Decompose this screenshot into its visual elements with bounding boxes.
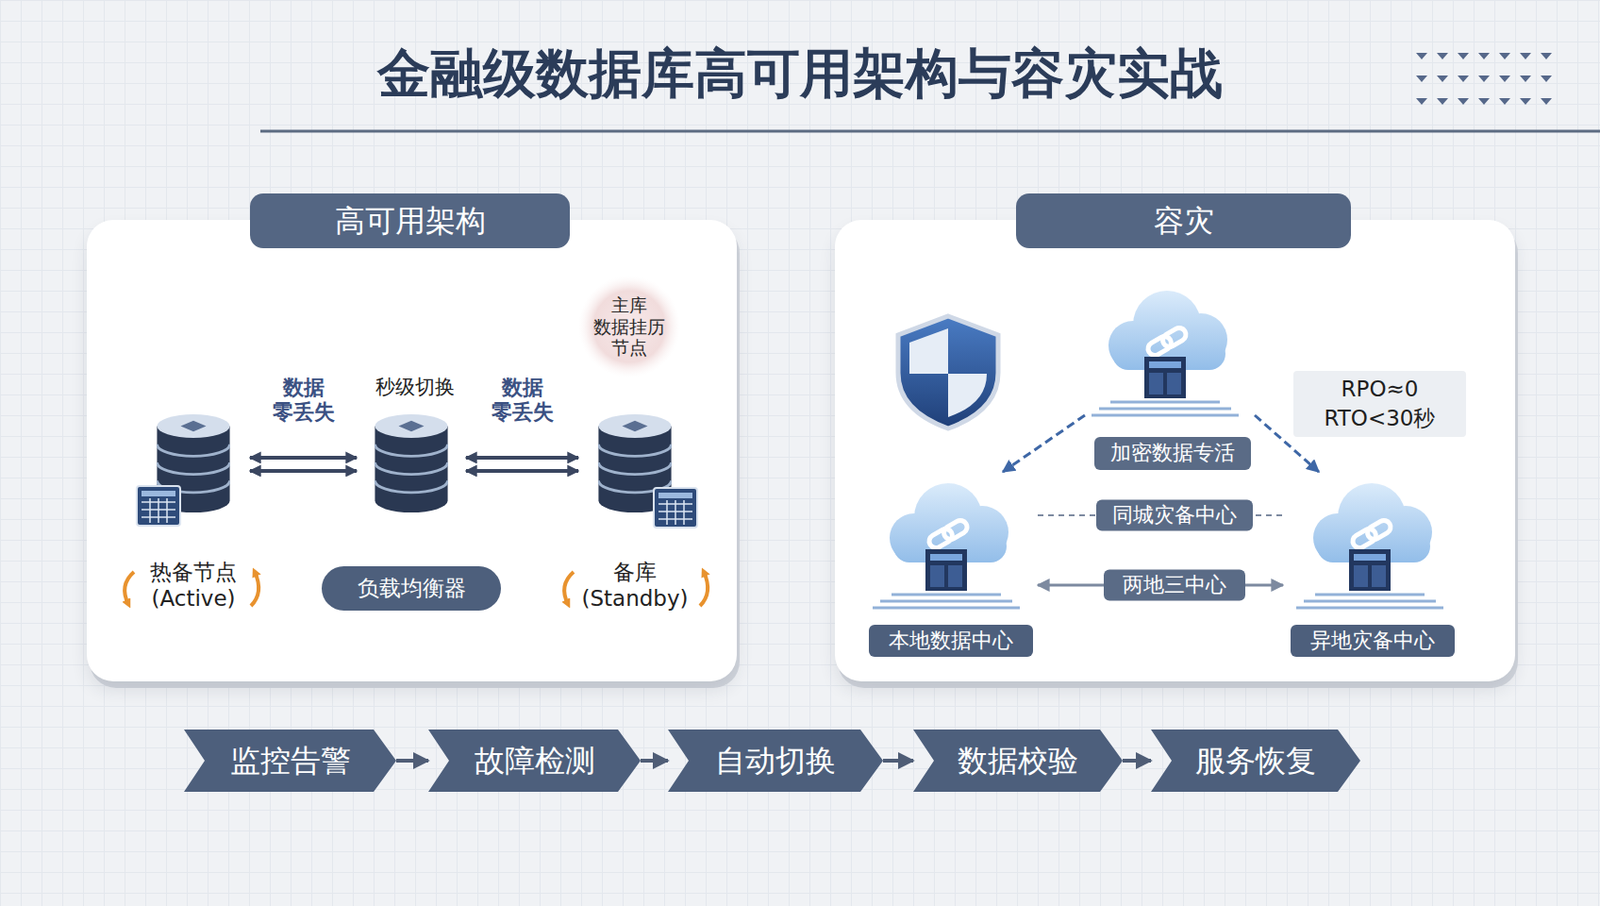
step-text: 监控告警 bbox=[206, 729, 374, 792]
database-node: 热备节点 (Active) bbox=[136, 410, 250, 604]
database-node: 备库 (Standby) bbox=[578, 410, 692, 604]
database-node: 负载均衡器 bbox=[356, 410, 467, 604]
node-label: 热备节点 (Active) bbox=[127, 559, 260, 612]
connector-line bbox=[1122, 758, 1151, 763]
diagram-title: 金融级数据库高可用架构与容灾实战 bbox=[0, 39, 1600, 108]
process-chevron: 数据校验 bbox=[913, 729, 1123, 792]
process-chevron: 自动切换 bbox=[667, 729, 884, 792]
connector bbox=[883, 760, 914, 762]
process-chevron: 故障检测 bbox=[428, 729, 641, 792]
step-text: 数据校验 bbox=[935, 729, 1100, 792]
step-text: 故障检测 bbox=[450, 729, 618, 792]
metric-text: RPO≈0 bbox=[1293, 375, 1467, 404]
connector-line bbox=[396, 758, 429, 763]
connector bbox=[640, 760, 668, 762]
panel-header: 容灾 bbox=[1016, 193, 1351, 249]
bubble-shape bbox=[578, 275, 681, 378]
bubble-text: 主库 数据挂历 节点 bbox=[582, 279, 677, 374]
panel: 高可用架构主库 数据挂历 节点热备节点 (Active)负载均衡器备库 (Sta… bbox=[86, 219, 737, 682]
chevron-shape bbox=[428, 729, 641, 792]
data-center: 异地灾备中心 bbox=[1283, 471, 1463, 661]
connector bbox=[1122, 760, 1151, 762]
edge-label: 数据 零丢失 bbox=[269, 375, 338, 426]
edge-pill: 两地三中心 bbox=[1103, 569, 1246, 601]
connector-line bbox=[883, 758, 914, 763]
panel-header: 高可用架构 bbox=[250, 193, 570, 249]
edge-label: 数据 零丢失 bbox=[488, 375, 557, 426]
connector bbox=[396, 760, 429, 762]
chevron-shape bbox=[913, 729, 1123, 792]
center-pill: 本地数据中心 bbox=[868, 624, 1034, 657]
edge-pill: 同城灾备中心 bbox=[1096, 500, 1253, 532]
metric-box: RPO≈0RTO<30秒 bbox=[1293, 370, 1467, 437]
data-center: 本地数据中心 bbox=[863, 471, 1038, 661]
chevron-shape bbox=[667, 729, 884, 792]
chevron-shape bbox=[183, 729, 397, 792]
step-text: 服务恢复 bbox=[1173, 729, 1338, 792]
center-pill: 加密数据专活 bbox=[1094, 436, 1251, 470]
balancer-pill: 负载均衡器 bbox=[321, 566, 501, 611]
process-chevron: 监控告警 bbox=[183, 729, 397, 792]
center-pill: 异地灾备中心 bbox=[1290, 624, 1455, 657]
connector-line bbox=[640, 758, 668, 763]
metric-text: RTO<30秒 bbox=[1293, 404, 1467, 434]
deco-dots bbox=[1413, 49, 1559, 117]
master-bubble: 主库 数据挂历 节点 bbox=[578, 275, 681, 378]
caption-label: 秒级切换 bbox=[358, 374, 472, 401]
data-center: 加密数据专活 bbox=[1084, 283, 1255, 472]
panel: 容灾加密数据专活RPO≈0RTO<30秒本地数据中心异地灾备中心 bbox=[834, 219, 1516, 682]
process-chevron: 服务恢复 bbox=[1150, 729, 1361, 792]
chevron-shape bbox=[1150, 729, 1361, 792]
step-text: 自动切换 bbox=[690, 729, 861, 792]
node-label: 备库 (Standby) bbox=[568, 559, 701, 612]
title-rule bbox=[260, 130, 1600, 134]
